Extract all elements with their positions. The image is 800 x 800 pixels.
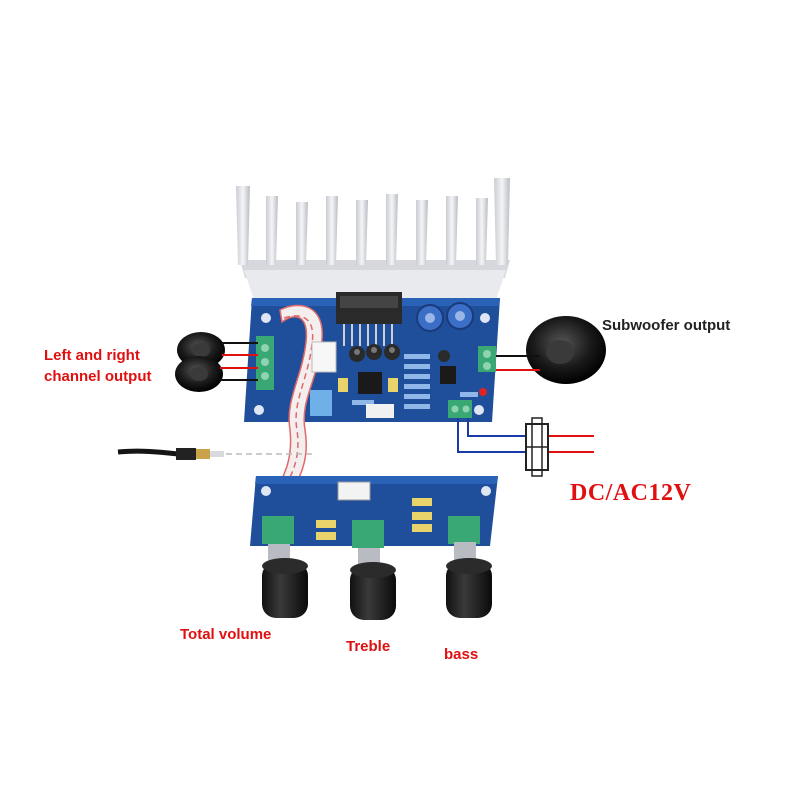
subwoofer-wires (496, 355, 540, 371)
speaker-icon (526, 316, 606, 384)
power-supply-label: DC/AC12V (570, 480, 692, 506)
potentiometer-icon (262, 516, 480, 548)
treble-label: Treble (346, 638, 391, 655)
ribbon-cable-icon (268, 304, 337, 501)
left-speaker-wires (220, 342, 258, 381)
knob-icon (262, 542, 492, 620)
power-connector-icon (525, 417, 549, 477)
audio-jack-icon (117, 448, 312, 460)
speaker-icon (175, 332, 225, 392)
left-right-output-label-line2: channel output (44, 368, 152, 385)
heatsink-icon (236, 178, 510, 300)
left-right-output-label-line1: Left and right (44, 347, 140, 364)
total-volume-label: Total volume (180, 626, 272, 643)
power-wires (457, 418, 594, 453)
capacitor-icon (349, 302, 474, 362)
subwoofer-output-label: Subwoofer output (602, 317, 731, 334)
bass-label: bass (444, 646, 479, 663)
screw-terminal-icon (256, 336, 496, 418)
tone-control-board (250, 476, 498, 548)
